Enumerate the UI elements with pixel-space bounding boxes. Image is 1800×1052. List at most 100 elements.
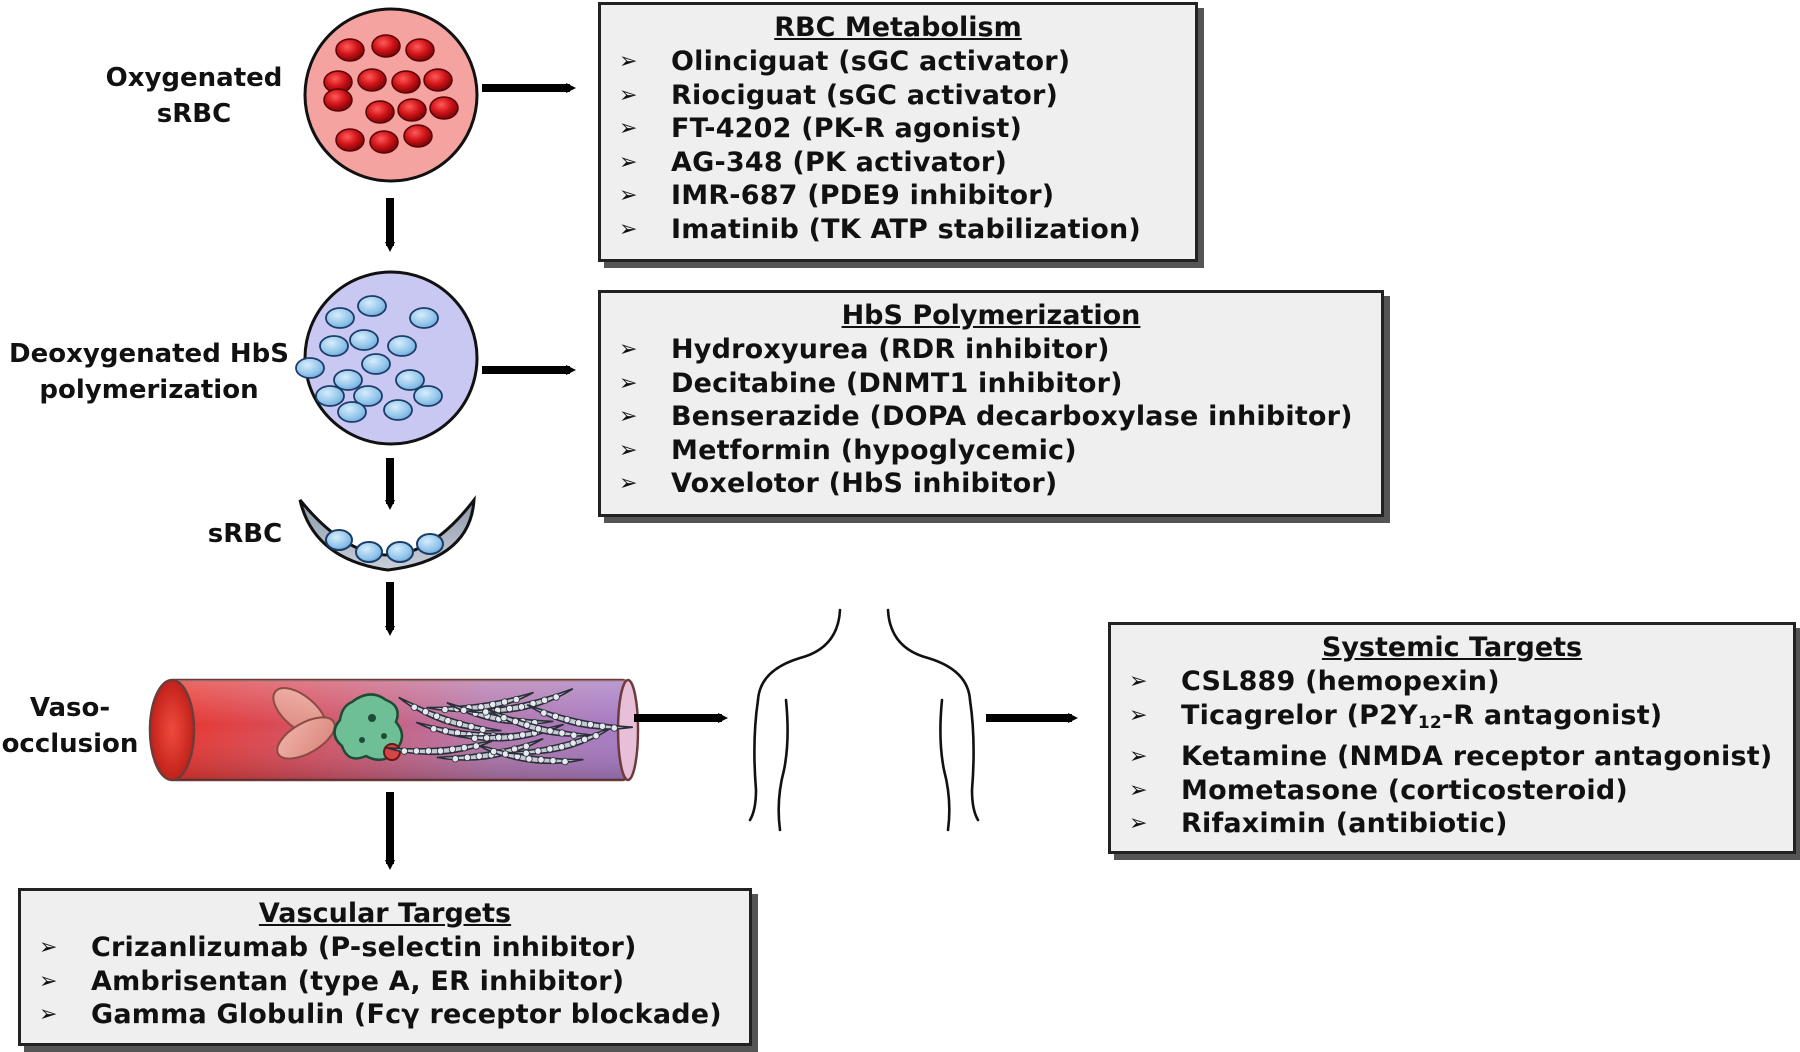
polymerized-hbs-dot [361,353,391,375]
polymerized-hbs-dot [353,385,383,407]
oxygenated-hemoglobin-dot [391,70,421,94]
drug-name: Riociguat (sGC activator) [671,79,1059,111]
drug-name: FT-4202 (PK-R agonist) [671,113,1023,144]
hbs-polymerization-box: HbS Polymerization ➢Hydroxyurea (RDR inh… [598,290,1384,517]
polymerized-hbs-dot [315,385,345,407]
drug-name: Ticagrelor (P2Y12-R antagonist) [1181,699,1663,733]
srbc-label: sRBC [207,519,283,549]
oxygenated-srbc-label: Oxygenated sRBC [105,63,283,129]
systemic-targets-list: ➢ CSL889 (hemopexin) ➢ Ticagrelor (P2Y12-R … [1125,665,1779,841]
sickled-cell-icon [476,743,584,766]
oxygenated-hemoglobin-dot [365,100,395,124]
polymerized-hbs-dot [337,401,367,423]
rbc-metabolism-list: ➢Olinciguat (sGC activator)➢Riociguat (s… [615,45,1181,246]
polymerized-hbs-dot [325,307,355,329]
drug-list-item: ➢ IMR-687 (PDE9 inhibitor) [615,179,1181,213]
arrowhead-bullet-icon: ➢ [39,1002,58,1027]
polymerized-hbs-dot [413,385,443,407]
deoxygenated-hbs-label: Deoxygenated HbS polymerization [9,339,289,405]
sickled-cell-icon [398,696,502,734]
drug-list-item: ➢ Gamma Globulin (Fcγ receptor blockade) [35,998,735,1032]
arrowhead-bullet-icon: ➢ [619,437,638,463]
arrowhead-bullet-icon: ➢ [619,471,638,496]
drug-name: Voxelotor (HbS inhibitor) [671,468,1058,499]
polymerized-hbs-dot [395,369,425,391]
drug-name: Rifaximin (antibiotic) [1181,808,1508,839]
polymerized-hbs-dot [409,307,439,329]
drug-name: Ambrisentan (type A, ER inhibitor) [91,965,625,997]
drug-list-item: ➢ Metformin (hypoglycemic) [615,434,1367,468]
drug-list-item: ➢ CSL889 (hemopexin) [1125,665,1779,699]
human-body-icon [748,608,980,832]
drug-list-item: ➢Decitabine (DNMT1 inhibitor) [615,367,1367,401]
oxygenated-hemoglobin-dot [369,130,399,154]
polymerized-hbs-dot [333,369,363,391]
drug-name: Gamma Globulin (Fcγ receptor blockade) [91,999,722,1030]
polymerized-hbs-dot [349,329,379,351]
flow-arrows [385,83,1078,870]
arrowhead-bullet-icon: ➢ [1129,744,1148,769]
arrowhead-bullet-icon: ➢ [1129,811,1148,836]
oxygenated-hemoglobin-dot [323,88,353,112]
drug-list-item: ➢ FT-4202 (PK-R agonist) [615,112,1181,146]
drug-list-item: ➢ Rifaximin (antibiotic) [1125,807,1779,841]
rbc-metabolism-box: RBC Metabolism ➢ Olinciguat (sGC activato… [598,2,1198,262]
polymerized-hbs-dot [383,399,413,421]
arrowhead-bullet-icon: ➢ [1129,777,1148,803]
arrowhead-bullet-icon: ➢ [39,968,58,994]
oxygenated-hemoglobin-dot [397,98,427,122]
oxygenated-hemoglobin-dot [423,68,453,92]
drug-name: Metformin (hypoglycemic) [671,434,1077,466]
oxygenated-hemoglobin-dot [371,34,401,58]
drug-name: Hydroxyurea (RDR inhibitor) [671,334,1110,365]
drug-name: CSL889 (hemopexin) [1181,666,1500,697]
hbs-polymerization-list: ➢Hydroxyurea (RDR inhibitor)➢Decitabine … [615,333,1367,501]
drug-list-item: ➢ Crizanlizumab (P-selectin inhibitor) [35,931,735,965]
oxygenated-hemoglobin-dot [429,96,459,120]
drug-list-item: ➢ Voxelotor (HbS inhibitor) [615,467,1367,501]
oxygenated-hemoglobin-dot [403,124,433,148]
polymerized-hbs-dot [295,357,325,379]
sickled-cell-icon [526,704,633,732]
oxygenated-hemoglobin-dot [335,38,365,62]
drug-list-item: ➢ Ambrisentan (type A, ER inhibitor) [35,965,735,999]
sickled-cell-icon [436,737,544,763]
drug-name: Benserazide (DOPA decarboxylase inhibito… [671,401,1353,432]
drug-list-item: ➢Mometasone (corticosteroid) [1125,774,1779,808]
blood-vessel-icon [148,678,640,782]
drug-list-item: ➢Riociguat (sGC activator) [615,79,1181,113]
arrowhead-bullet-icon: ➢ [1129,669,1148,694]
arrowhead-bullet-icon: ➢ [619,183,638,208]
drug-name: Decitabine (DNMT1 inhibitor) [671,367,1123,399]
drug-list-item: ➢ Ticagrelor (P2Y12-R antagonist) [1125,699,1779,741]
drug-list-item: ➢ Ketamine (NMDA receptor antagonist) [1125,740,1779,774]
systemic-targets-title: Systemic Targets [1321,632,1583,663]
arrowhead-bullet-icon: ➢ [619,116,638,141]
sickle-cell-icon [298,495,476,572]
vascular-targets-title: Vascular Targets [258,898,512,929]
oxygenated-hemoglobin-dot [357,68,387,92]
arrowhead-bullet-icon: ➢ [1129,702,1148,728]
drug-name: IMR-687 (PDE9 inhibitor) [671,180,1055,211]
drug-name: Olinciguat (sGC activator) [671,46,1071,77]
deoxygenated-cell-icon [295,270,479,446]
oxygenated-cell-icon [303,7,479,183]
drug-list-item: ➢ Olinciguat (sGC activator) [615,45,1181,79]
drug-name: AG-348 (PK activator) [671,146,1007,178]
arrowhead-bullet-icon: ➢ [619,49,638,74]
arrowhead-bullet-icon: ➢ [619,404,638,429]
drug-name: Ketamine (NMDA receptor antagonist) [1181,741,1773,772]
polymerized-hbs-dot [319,335,349,357]
drug-name: Crizanlizumab (P-selectin inhibitor) [91,932,637,963]
arrowhead-bullet-icon: ➢ [619,149,638,175]
drug-list-item: ➢Imatinib (TK ATP stabilization) [615,213,1181,247]
subscript-text: 12 [1417,712,1442,733]
vaso-occlusion-label: Vaso- occlusion [1,693,139,759]
rbc-metabolism-title: RBC Metabolism [774,12,1022,43]
arrowhead-bullet-icon: ➢ [39,935,58,960]
systemic-targets-box: Systemic Targets ➢ CSL889 (hemopexin) ➢ Tic… [1108,622,1796,854]
oxygenated-hemoglobin-dot [335,128,365,152]
vascular-targets-box: Vascular Targets ➢ Crizanlizumab (P-selec… [18,888,752,1046]
